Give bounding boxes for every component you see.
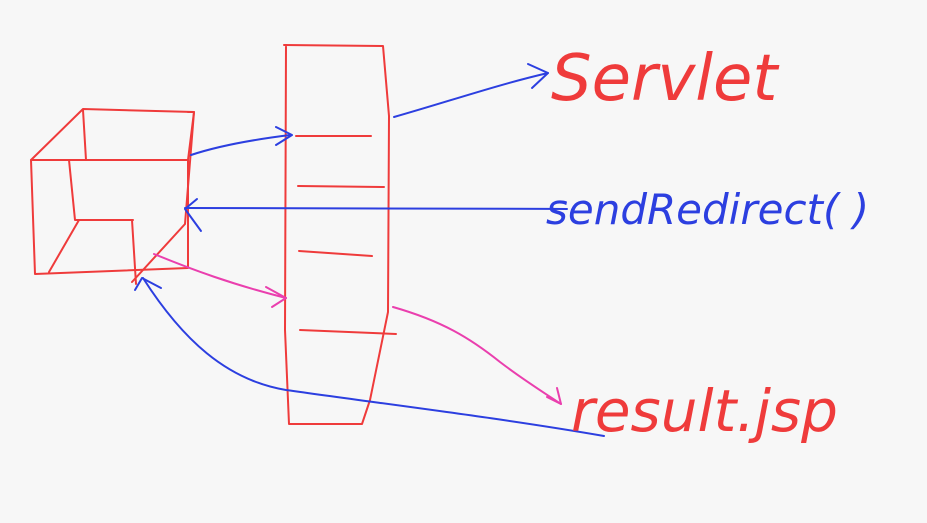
send-redirect-label: sendRedirect( ) xyxy=(546,185,869,234)
forward-arrow-to-servlet xyxy=(393,63,549,118)
result-response-arrow xyxy=(134,277,605,437)
server-container-column xyxy=(283,44,397,425)
forward-arrow-to-result xyxy=(392,306,562,405)
client-browser-cube xyxy=(30,108,195,285)
servlet-label: Servlet xyxy=(551,42,780,116)
result-jsp-label: result.jsp xyxy=(571,377,838,445)
request-arrow-to-server xyxy=(190,126,293,156)
new-request-arrow xyxy=(153,253,287,308)
redirect-response-arrow xyxy=(184,198,568,232)
